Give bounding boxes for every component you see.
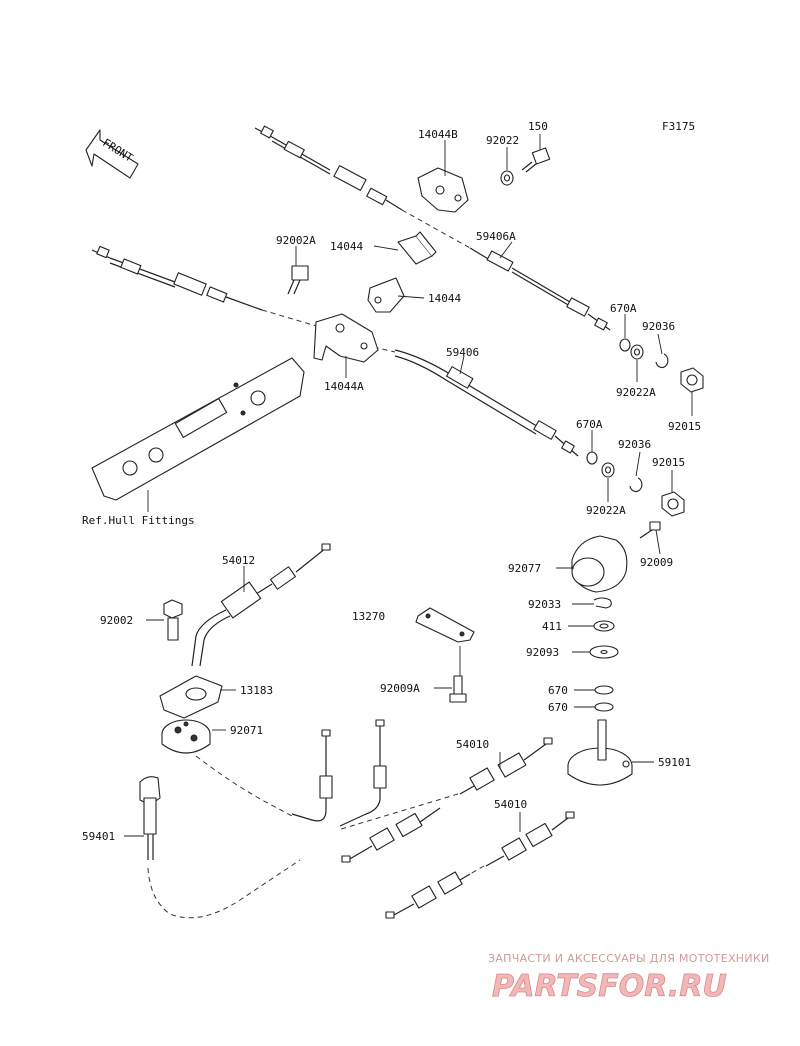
watermark: ЗАПЧАСТИ И АКСЕССУАРЫ ДЛЯ МОТОТЕХНИКИ PA…: [488, 952, 770, 1004]
clamp-14044-upper: [397, 231, 437, 265]
nut-92015-lower: [661, 491, 685, 517]
label-670A-lower: 670A: [576, 418, 603, 431]
bushing-92022: [500, 170, 514, 186]
circlip-92036-upper: [655, 353, 669, 369]
label-92015-upper: 92015: [668, 420, 701, 433]
plate-13270: [415, 607, 475, 643]
label-14044-upper: 14044: [330, 240, 363, 253]
figure-code: F3175: [662, 120, 695, 133]
label-13270: 13270: [352, 610, 385, 623]
screw-92009A: [449, 675, 467, 703]
knob-92077: [571, 535, 628, 593]
washer-92022A-lower: [601, 462, 615, 478]
label-92071: 92071: [230, 724, 263, 737]
bolt-92002: [163, 599, 183, 641]
clip-92033: [593, 597, 612, 609]
cable-54012: [191, 543, 331, 667]
label-13183: 13183: [240, 684, 273, 697]
oring-670-upper: [594, 685, 614, 695]
label-59406: 59406: [446, 346, 479, 359]
label-59406A: 59406A: [476, 230, 516, 243]
label-14044-lower: 14044: [428, 292, 461, 305]
watermark-caption: ЗАПЧАСТИ И АКСЕССУАРЫ ДЛЯ МОТОТЕХНИКИ: [488, 952, 770, 965]
hull-fittings-panel: [91, 357, 305, 501]
cable-59406: [91, 245, 579, 457]
label-92036-upper: 92036: [642, 320, 675, 333]
label-92022: 92022: [486, 134, 519, 147]
label-92009: 92009: [640, 556, 673, 569]
clamp-14044-lower: [367, 277, 405, 313]
label-54012: 54012: [222, 554, 255, 567]
cable-54010-lower: [385, 811, 575, 919]
label-411: 411: [542, 620, 562, 633]
oring-670A-upper: [619, 338, 631, 352]
bolt-92002A: [287, 265, 309, 295]
label-92077: 92077: [508, 562, 541, 575]
cable-59406A: [254, 125, 611, 331]
gasket-13183: [159, 675, 223, 719]
label-92093: 92093: [526, 646, 559, 659]
oring-670-lower: [594, 702, 614, 712]
plate-92071: [161, 719, 211, 754]
label-670A-upper: 670A: [610, 302, 637, 315]
front-arrow-icon: FRONT: [85, 129, 139, 179]
label-14044A: 14044A: [324, 380, 364, 393]
label-59101: 59101: [658, 756, 691, 769]
washer-92022A-upper: [630, 344, 644, 360]
cable-end-right: [339, 719, 387, 827]
cable-54010-upper: [337, 737, 553, 831]
label-92009A: 92009A: [380, 682, 420, 695]
watermark-logo: PARTSFOR.RU: [492, 969, 727, 1004]
circlip-92036-lower: [629, 477, 643, 493]
cable-end-left: [291, 729, 333, 822]
label-92015-lower: 92015: [652, 456, 685, 469]
label-54010-lower: 54010: [494, 798, 527, 811]
oring-670A-lower: [586, 451, 598, 465]
part-labels: 14044B 92022 150 92002A 14044 14044 1404…: [82, 120, 701, 843]
label-150: 150: [528, 120, 548, 133]
label-92036-lower: 92036: [618, 438, 651, 451]
ref-hull-fittings-label: Ref.Hull Fittings: [82, 514, 195, 527]
control-59101: [567, 719, 633, 786]
label-54010-upper: 54010: [456, 738, 489, 751]
washer-411: [593, 620, 615, 632]
label-670-lower: 670: [548, 701, 568, 714]
nut-92015-upper: [680, 367, 704, 393]
label-92002A: 92002A: [276, 234, 316, 247]
label-92033: 92033: [528, 598, 561, 611]
label-92022A-lower: 92022A: [586, 504, 626, 517]
bolt-150: [521, 147, 551, 173]
cable-54010-mid: [341, 807, 441, 863]
choke-knob-59401: [139, 776, 161, 860]
screw-92009: [639, 521, 661, 539]
label-92022A-upper: 92022A: [616, 386, 656, 399]
washer-92093: [589, 645, 619, 659]
label-59401: 59401: [82, 830, 115, 843]
label-92002: 92002: [100, 614, 133, 627]
label-14044B: 14044B: [418, 128, 458, 141]
bracket-14044B: [417, 167, 469, 213]
label-670-upper: 670: [548, 684, 568, 697]
bracket-14044A: [313, 313, 379, 363]
leader-lines: [124, 134, 693, 837]
